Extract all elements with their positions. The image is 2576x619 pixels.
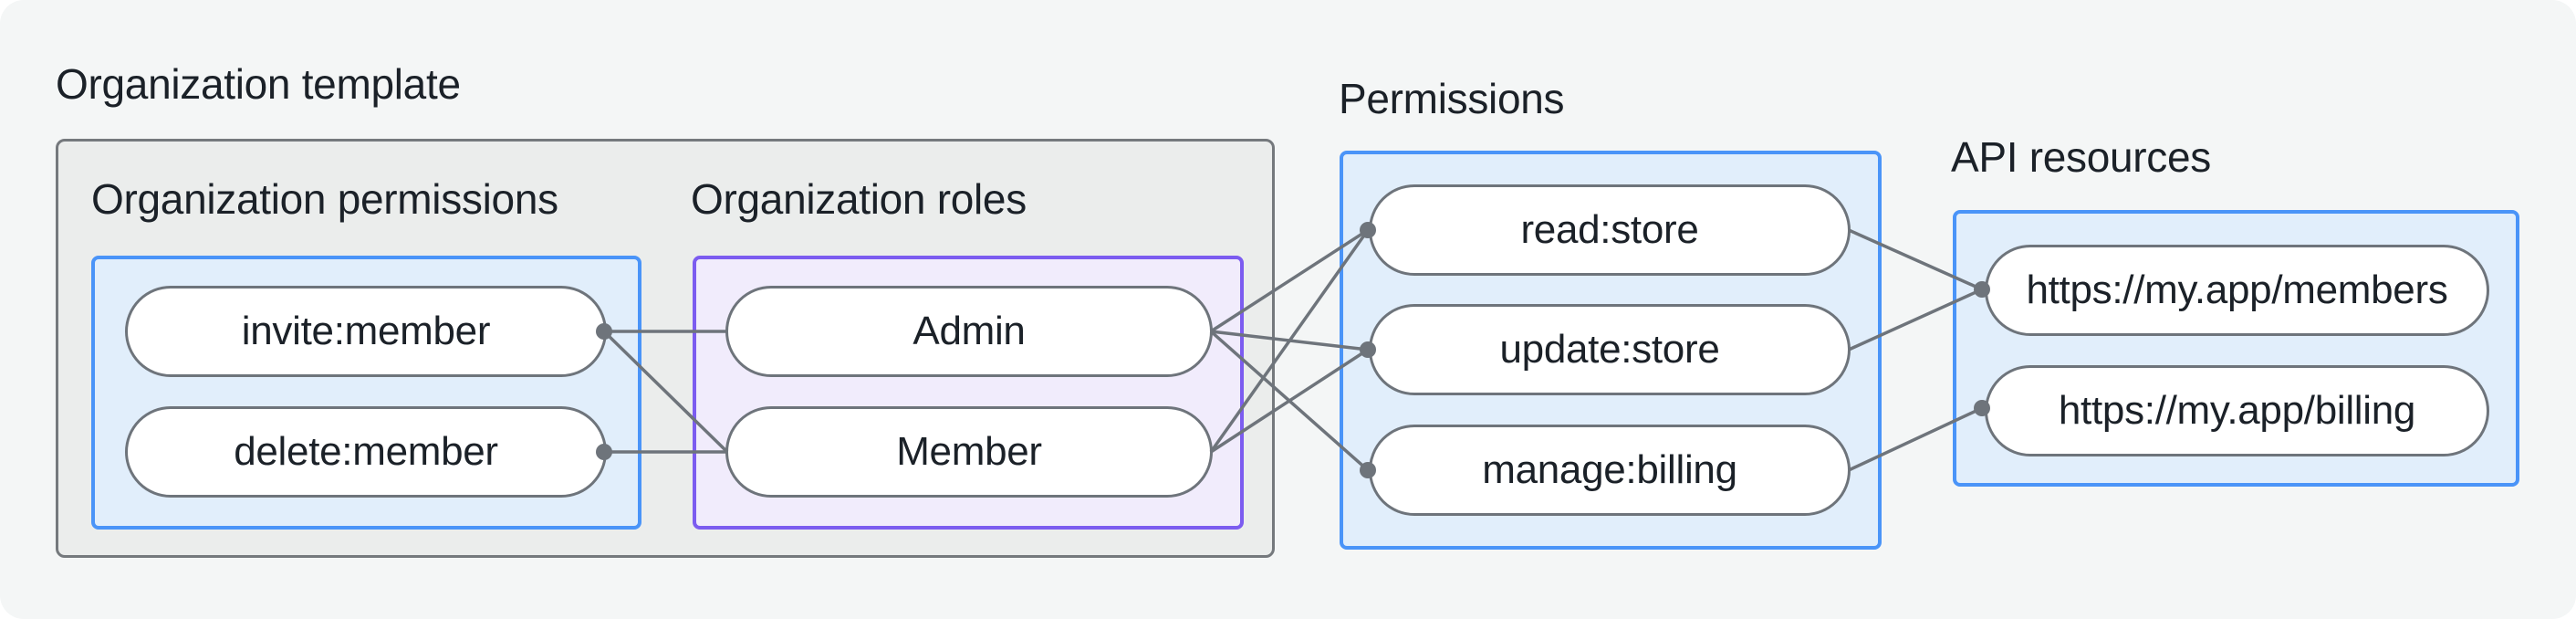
node-update-store: update:store [1369, 304, 1851, 395]
permissions-title: Permissions [1339, 75, 1565, 122]
node-manage-billing: manage:billing [1369, 425, 1851, 516]
node-admin-role: Admin [725, 286, 1213, 377]
organization-template-title: Organization template [56, 60, 461, 108]
node-invite-member: invite:member [125, 286, 607, 377]
organization-roles-title: Organization roles [691, 175, 1027, 223]
node-delete-member: delete:member [125, 406, 607, 498]
node-api-billing: https://my.app/billing [1985, 365, 2489, 456]
node-api-members: https://my.app/members [1985, 245, 2489, 336]
api-resources-title: API resources [1951, 133, 2211, 181]
organization-permissions-title: Organization permissions [91, 175, 558, 223]
node-member-role: Member [725, 406, 1213, 498]
node-read-store: read:store [1369, 184, 1851, 276]
